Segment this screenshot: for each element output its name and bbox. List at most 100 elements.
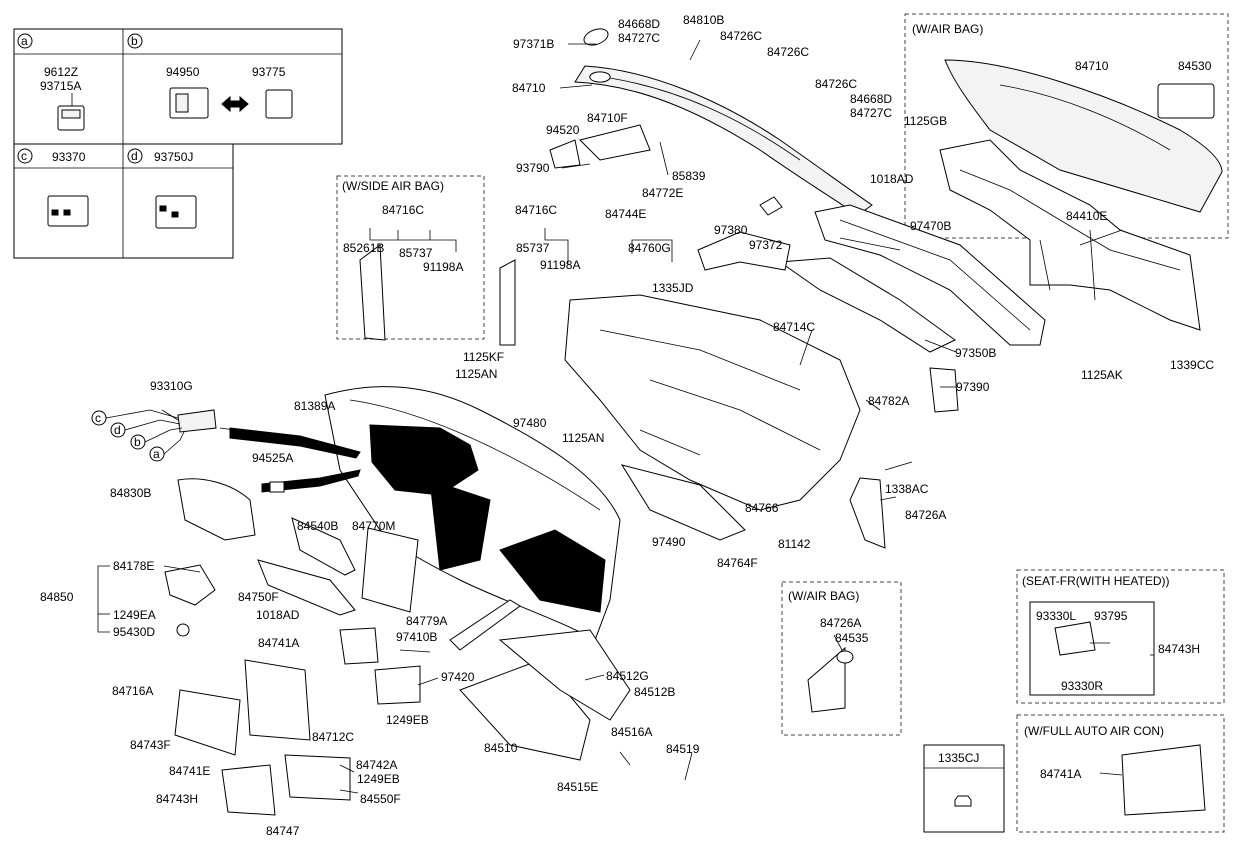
label-84750F: 84750F bbox=[238, 590, 279, 604]
label-84716A: 84716A bbox=[112, 684, 153, 698]
panel-97490 bbox=[620, 464, 746, 541]
legend-d-part-1: 93750J bbox=[154, 150, 193, 164]
label-84726C-3: 84726C bbox=[815, 77, 857, 91]
side-cover-84726A-ab bbox=[807, 646, 846, 713]
part-84178E bbox=[164, 564, 216, 606]
label-84550F: 84550F bbox=[360, 792, 401, 806]
label-85737-side: 85737 bbox=[399, 246, 433, 260]
legend-d-letter: d bbox=[131, 149, 138, 163]
label-84410E: 84410E bbox=[1066, 209, 1107, 223]
duct-97390 bbox=[929, 367, 959, 413]
label-97470B: 97470B bbox=[910, 219, 951, 233]
switch-panel-93310G bbox=[177, 409, 217, 433]
label-97490: 97490 bbox=[652, 535, 686, 549]
label-91198A-side: 91198A bbox=[423, 260, 463, 274]
label-1339CC: 1339CC bbox=[1170, 358, 1214, 372]
label-84710-main: 84710 bbox=[512, 81, 546, 95]
vent-97372 bbox=[759, 196, 783, 216]
air-bag-bottom-box bbox=[781, 581, 902, 736]
label-1338AC: 1338AC bbox=[885, 482, 929, 496]
label-84726C-2: 84726C bbox=[767, 45, 809, 59]
label-84741A-full-auto: 84741A bbox=[1040, 767, 1081, 781]
label-84710F: 84710F bbox=[587, 111, 628, 125]
label-93795: 93795 bbox=[1094, 609, 1128, 623]
label-93330L: 93330L bbox=[1036, 609, 1076, 623]
label-85737-2: 85737 bbox=[516, 241, 550, 255]
speaker-grille bbox=[583, 28, 609, 46]
part-94525A bbox=[269, 481, 285, 493]
label-94520: 94520 bbox=[546, 123, 580, 137]
label-84770M: 84770M bbox=[352, 519, 395, 533]
callout-b: b bbox=[134, 435, 141, 449]
misc-parts bbox=[164, 124, 1206, 816]
label-1018AD-bottom: 1018AD bbox=[256, 608, 300, 622]
duct-assembly bbox=[697, 196, 1046, 353]
label-85261B: 85261B bbox=[343, 241, 384, 255]
callout-a: a bbox=[153, 447, 160, 461]
label-1249EA: 1249EA bbox=[113, 608, 156, 622]
label-84743H-seat: 84743H bbox=[1158, 642, 1200, 656]
switch-95430D bbox=[176, 623, 190, 637]
label-84726C-1: 84726C bbox=[720, 29, 762, 43]
fascia-84741A bbox=[244, 659, 311, 741]
label-84726A-airbag: 84726A bbox=[820, 616, 861, 630]
label-81389A: 81389A bbox=[294, 399, 335, 413]
label-84515E: 84515E bbox=[557, 780, 598, 794]
part-84779A bbox=[449, 599, 521, 651]
switch-d-drawing bbox=[155, 195, 197, 229]
crash-pad-airbag bbox=[944, 59, 1223, 213]
label-84668D-top: 84668D bbox=[618, 17, 660, 31]
label-84512B: 84512B bbox=[634, 685, 675, 699]
label-94525A: 94525A bbox=[252, 451, 293, 465]
label-84747: 84747 bbox=[266, 824, 300, 838]
part-labels: 97371B 84668D 84727C 84810B 84726C 84726… bbox=[40, 13, 1214, 838]
label-84742A: 84742A bbox=[356, 758, 397, 772]
legend-c-part-1: 93370 bbox=[52, 150, 86, 164]
side-duct-97380 bbox=[697, 231, 791, 271]
full-auto-title: (W/FULL AUTO AIR CON) bbox=[1024, 724, 1164, 738]
label-97371B: 97371B bbox=[513, 37, 554, 51]
cluster-hood-84830B bbox=[177, 478, 256, 541]
switch-a-drawing bbox=[57, 93, 85, 131]
part-94520 bbox=[549, 139, 581, 169]
seat-heated-box bbox=[1016, 569, 1225, 704]
label-84743F: 84743F bbox=[130, 738, 171, 752]
legend-b-letter: b bbox=[131, 34, 138, 48]
label-84810B: 84810B bbox=[683, 13, 724, 27]
label-84764F: 84764F bbox=[717, 556, 758, 570]
label-84716C-2: 84716C bbox=[515, 203, 557, 217]
label-84519: 84519 bbox=[666, 742, 700, 756]
legend-table: a b c d 9612Z 93715A 94950 93775 93370 9… bbox=[13, 28, 343, 259]
legend-b-part-2: 93775 bbox=[252, 65, 286, 79]
swap-arrow-icon bbox=[221, 95, 249, 113]
switch-c-drawing bbox=[47, 195, 89, 227]
part-84750F bbox=[257, 559, 356, 616]
air-bag-bottom-title: (W/AIR BAG) bbox=[788, 589, 859, 603]
label-84535: 84535 bbox=[835, 631, 869, 645]
leader-lines bbox=[97, 39, 1154, 794]
part-84550F bbox=[284, 754, 351, 801]
label-93310G: 93310G bbox=[150, 379, 193, 393]
center-stack-opening bbox=[429, 479, 491, 571]
label-93330R: 93330R bbox=[1061, 679, 1103, 693]
glovebox-opening bbox=[499, 529, 606, 613]
label-84779A: 84779A bbox=[406, 614, 447, 628]
label-84516A: 84516A bbox=[611, 725, 652, 739]
legend-b-part-1: 94950 bbox=[166, 65, 200, 79]
box-1335cj-title: 1335CJ bbox=[938, 751, 979, 765]
label-97410B: 97410B bbox=[396, 630, 437, 644]
label-1335JD: 1335JD bbox=[652, 281, 694, 295]
full-auto-box bbox=[1016, 714, 1225, 833]
label-84830B: 84830B bbox=[110, 486, 151, 500]
label-84710-airbag: 84710 bbox=[1075, 59, 1109, 73]
vent-97420 bbox=[374, 665, 421, 705]
label-84178E: 84178E bbox=[113, 559, 154, 573]
label-1249EB-1: 1249EB bbox=[386, 713, 429, 727]
label-84512G: 84512G bbox=[606, 669, 649, 683]
panel-84716A bbox=[174, 689, 241, 756]
label-84772E: 84772E bbox=[642, 186, 683, 200]
part-84770M bbox=[361, 527, 419, 613]
label-1125GB: 1125GB bbox=[904, 114, 947, 128]
label-85839: 85839 bbox=[672, 169, 706, 183]
